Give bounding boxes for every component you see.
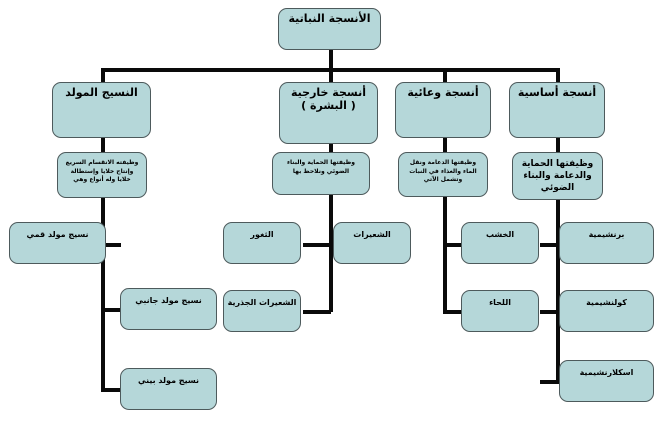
node-intercalary-meristem-label: نسيج مولد بيني [138,376,199,385]
connector-ground-arm-1 [540,243,560,247]
connector-vascular-arm-2 [443,310,463,314]
node-vascular-description-text: وظيفتها الدعامة ونقل الماء والغذاء في ال… [409,159,477,184]
node-ground[interactable]: أنسجة أساسية [509,82,605,138]
node-vascular[interactable]: أنسجة وعائية [395,82,491,138]
node-apical-meristem[interactable]: نسيج مولد قمي [9,222,106,264]
connector-meristematic-arm-3 [101,388,125,392]
node-parenchyma[interactable]: برنشيمية [559,222,654,264]
node-collenchyma[interactable]: كولنشيمية [559,290,654,332]
node-meristematic-description-text: وظيفته الانقسام السريع وإنتاج خلايا وإست… [65,159,139,184]
connector-meristematic-spine [101,198,105,390]
connector-vascular-spine [443,197,447,312]
node-root-label: الأنسجة النباتية [288,12,371,25]
node-lateral-meristem[interactable]: نسيج مولد جانبي [120,288,217,330]
node-root-hairs-label: الشعيرات الجذرية [227,298,297,307]
connector-drop-vascular [443,68,447,84]
connector-ground-desc [556,137,560,153]
connector-vascular-desc [443,137,447,153]
connector-root-stem [329,48,333,70]
node-intercalary-meristem[interactable]: نسيج مولد بيني [120,368,217,410]
node-lateral-meristem-label: نسيج مولد جانبي [135,296,202,305]
connector-drop-epidermal [329,68,333,84]
node-phloem[interactable]: اللحاء [461,290,539,332]
node-epidermal-label: أنسجة خارجية ( البشرة ) [290,86,366,112]
node-epidermal-description[interactable]: وظيفتها الحماية والبناء الضوئي ونلاحظ به… [272,152,370,195]
node-apical-meristem-label: نسيج مولد قمي [26,230,89,239]
connector-epidermal-arm-3 [303,310,331,314]
node-trichomes-label: الشعيرات [353,230,391,239]
node-vascular-description[interactable]: وظيفتها الدعامة ونقل الماء والغذاء في ال… [398,152,488,197]
node-vascular-label: أنسجة وعائية [407,86,479,99]
node-meristematic-label: النسيج المولد [65,86,138,99]
connector-epidermal-arm-2 [303,243,331,247]
node-xylem-label: الخشب [485,230,515,239]
connector-vascular-arm-1 [443,243,463,247]
node-root[interactable]: الأنسجة النباتية [278,8,381,50]
node-ground-label: أنسجة أساسية [517,86,597,99]
connector-meristematic-arm-2 [101,308,125,312]
node-xylem[interactable]: الخشب [461,222,539,264]
connector-epidermal-spine [329,195,333,312]
node-meristematic-description[interactable]: وظيفته الانقسام السريع وإنتاج خلايا وإست… [57,152,147,198]
connector-meristematic-arm-1 [101,243,121,247]
connector-ground-arm-2 [540,310,560,314]
connector-ground-arm-3 [540,380,560,384]
node-stomata[interactable]: الثغور [223,222,301,264]
node-sclerenchyma[interactable]: اسكلارنشيمية [559,360,654,402]
connector-drop-ground [556,68,560,84]
node-root-hairs[interactable]: الشعيرات الجذرية [223,290,301,332]
node-ground-description[interactable]: وظيفتها الحماية والدعامة والبناء الضوئي [512,152,603,200]
node-parenchyma-label: برنشيمية [588,230,625,239]
node-ground-description-text: وظيفتها الحماية والدعامة والبناء الضوئي [521,159,594,194]
connector-meristematic-desc [101,137,105,153]
node-collenchyma-label: كولنشيمية [586,298,627,307]
node-epidermal-description-text: وظيفتها الحماية والبناء الضوئي ونلاحظ به… [286,159,356,175]
connector-drop-meristematic [101,68,105,84]
node-epidermal[interactable]: أنسجة خارجية ( البشرة ) [279,82,378,144]
node-phloem-label: اللحاء [489,298,511,307]
node-trichomes[interactable]: الشعيرات [333,222,411,264]
connector-epidermal-desc [329,142,333,153]
connector-ground-spine [556,200,560,382]
node-stomata-label: الثغور [250,230,274,239]
node-meristematic[interactable]: النسيج المولد [52,82,151,138]
node-sclerenchyma-label: اسكلارنشيمية [579,368,634,377]
